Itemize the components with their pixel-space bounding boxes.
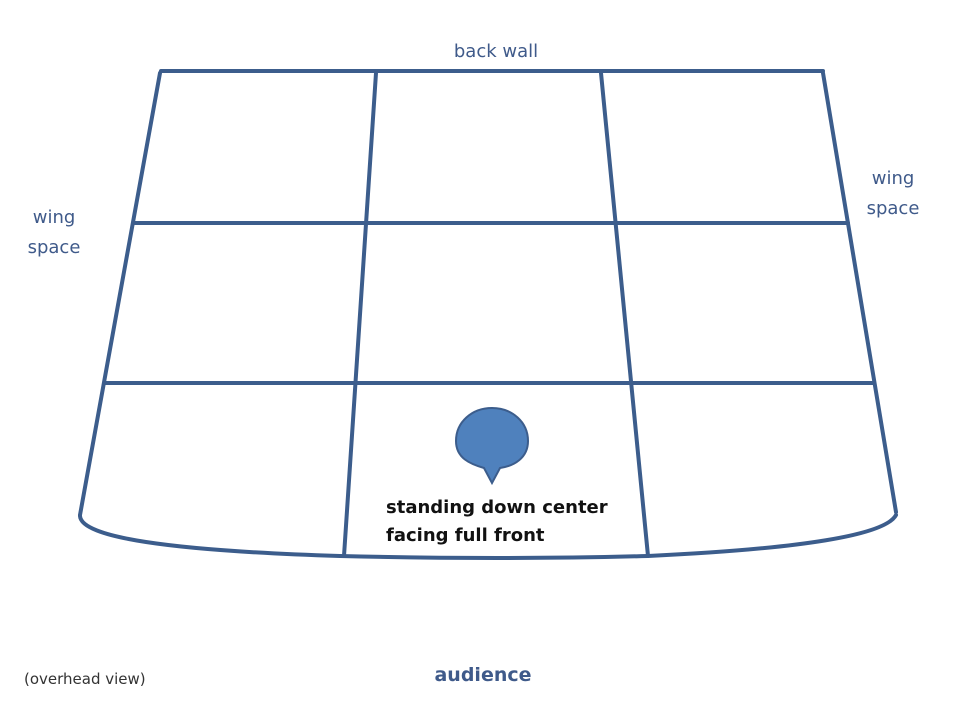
divider-line-2 (599, 71, 650, 558)
divider-line-1 (342, 71, 378, 558)
actor-caption-line-1: standing down center (386, 497, 608, 518)
stage-front-apron (78, 513, 898, 560)
stage-right-edge (821, 71, 898, 514)
actor-caption: standing down center facing full front (386, 494, 608, 550)
actor-marker (454, 406, 530, 486)
wing-right-line-2: space (866, 198, 920, 219)
audience-label: audience (434, 664, 532, 686)
wing-space-right-label: wing space (843, 164, 943, 224)
stage-left-edge (78, 71, 162, 517)
wing-left-line-2: space (27, 237, 81, 258)
back-wall-label: back wall (453, 41, 539, 62)
wing-space-left-label: wing space (4, 203, 104, 263)
overhead-view-note: (overhead view) (24, 670, 146, 688)
actor-caption-line-2: facing full front (386, 525, 545, 546)
wing-left-line-1: wing (32, 207, 76, 228)
wing-right-line-1: wing (871, 168, 915, 189)
